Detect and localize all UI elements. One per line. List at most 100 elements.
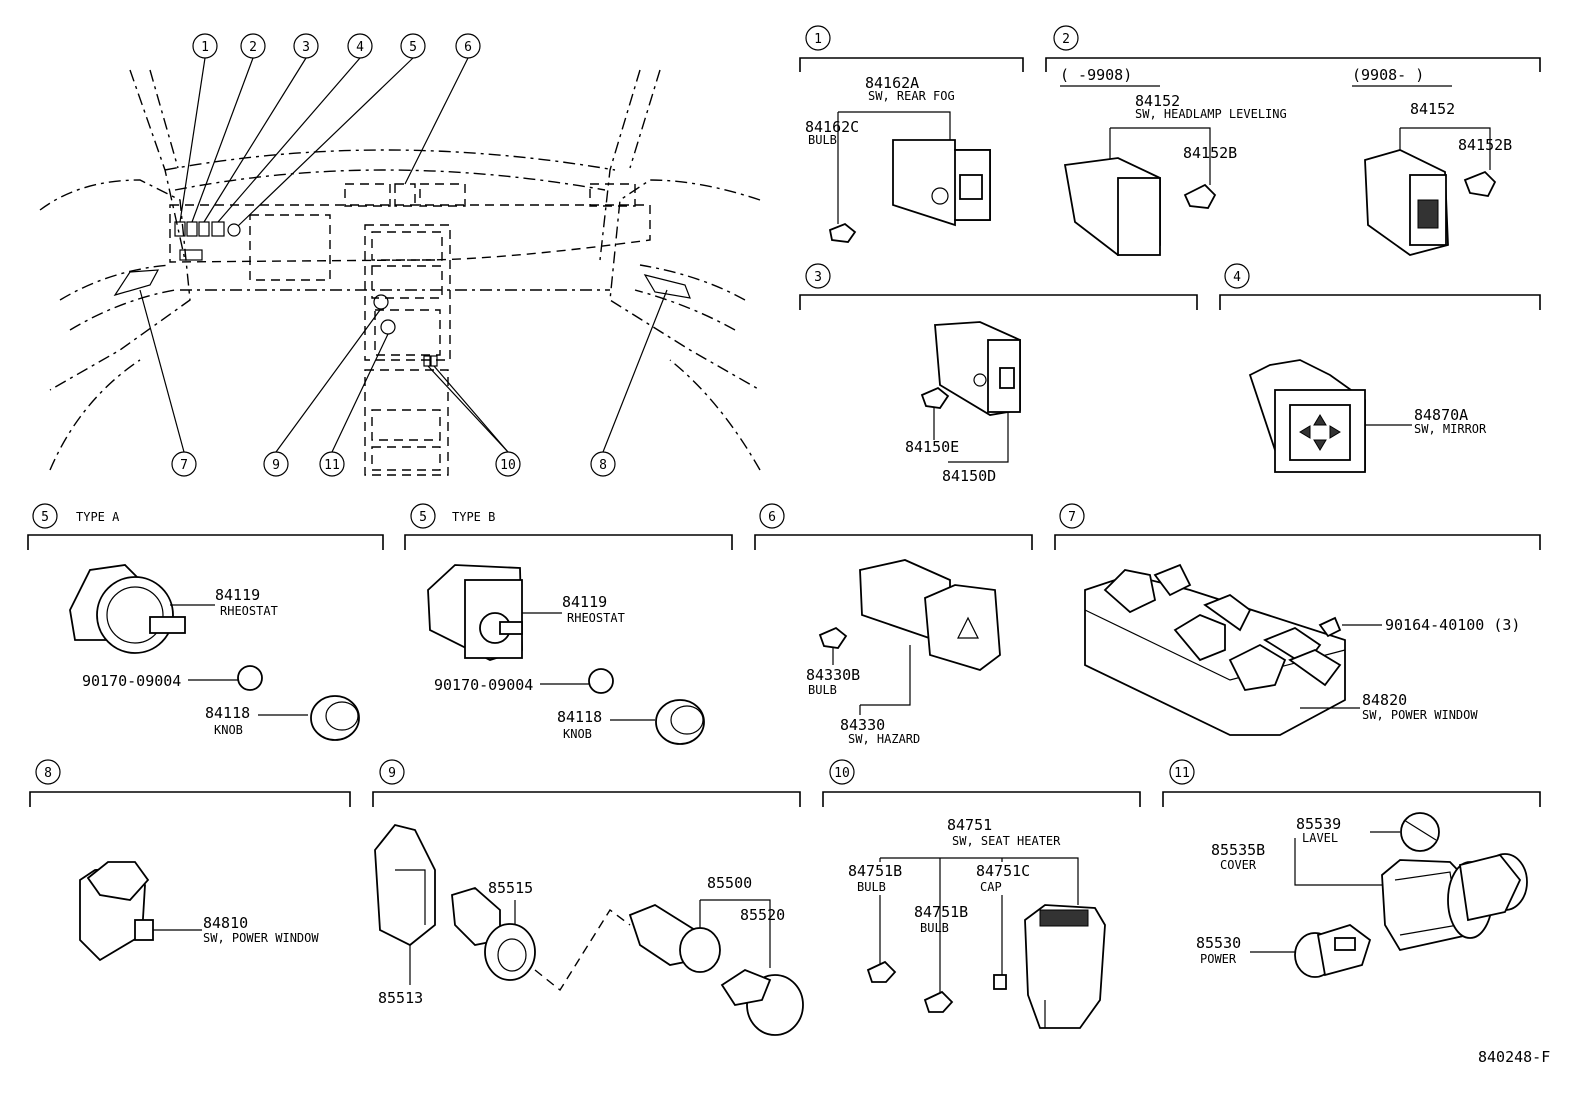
overview-callout-5: 5 xyxy=(400,33,426,59)
svg-text:LAVEL: LAVEL xyxy=(1302,831,1338,845)
svg-text:85513: 85513 xyxy=(378,989,423,1007)
overview-callout-1: 1 xyxy=(192,33,218,59)
svg-text:1: 1 xyxy=(814,32,822,47)
svg-text:84162C: 84162C xyxy=(805,118,859,136)
svg-text:85500: 85500 xyxy=(707,874,752,892)
svg-text:84152: 84152 xyxy=(1135,92,1180,110)
overview-callout-10: 10 xyxy=(495,451,521,477)
group-1-rear-fog-switch: 1 84162A SW, REAR FOG 84162C BULB xyxy=(799,25,1024,243)
diagram-code: 840248-F xyxy=(1478,1048,1550,1066)
svg-text:BULB: BULB xyxy=(920,921,949,935)
group-10-seat-heater-switch: 10 84751 SW, SEAT HEATER 84751B BULB 847… xyxy=(822,759,1141,1029)
svg-text:TYPE A: TYPE A xyxy=(76,510,120,524)
svg-text:BULB: BULB xyxy=(808,683,837,697)
svg-text:BULB: BULB xyxy=(808,133,837,147)
svg-text:85530: 85530 xyxy=(1196,934,1241,952)
svg-text:90170-09004: 90170-09004 xyxy=(434,676,533,694)
svg-text:11: 11 xyxy=(324,458,340,473)
svg-text:RHEOSTAT: RHEOSTAT xyxy=(567,611,625,625)
svg-text:BULB: BULB xyxy=(857,880,886,894)
svg-text:3: 3 xyxy=(814,270,822,285)
svg-text:85535B: 85535B xyxy=(1211,841,1265,859)
svg-text:84152: 84152 xyxy=(1410,100,1455,118)
svg-text:4: 4 xyxy=(1233,270,1241,285)
svg-text:6: 6 xyxy=(768,510,776,525)
svg-text:6: 6 xyxy=(464,40,472,55)
svg-text:KNOB: KNOB xyxy=(563,727,592,741)
svg-text:10: 10 xyxy=(500,458,516,473)
svg-text:COVER: COVER xyxy=(1220,858,1257,872)
svg-text:84870A: 84870A xyxy=(1414,406,1468,424)
svg-text:TYPE B: TYPE B xyxy=(452,510,495,524)
svg-text:11: 11 xyxy=(1174,766,1190,781)
svg-text:85515: 85515 xyxy=(488,879,533,897)
svg-text:CAP: CAP xyxy=(980,880,1002,894)
svg-text:4: 4 xyxy=(356,40,364,55)
svg-text:84810: 84810 xyxy=(203,914,248,932)
svg-text:8: 8 xyxy=(44,766,52,781)
svg-text:85539: 85539 xyxy=(1296,815,1341,833)
svg-text:SW, HAZARD: SW, HAZARD xyxy=(848,732,920,746)
svg-text:RHEOSTAT: RHEOSTAT xyxy=(220,604,278,618)
svg-text:84150D: 84150D xyxy=(942,467,996,485)
svg-text:5: 5 xyxy=(409,40,417,55)
svg-text:84162A: 84162A xyxy=(865,74,919,92)
group-11-power-outlet: 11 85539 LAVEL 85535B COVER 85530 POWER xyxy=(1162,759,1541,978)
dashboard-overview: 1 2 3 4 5 6 7 8 9 10 11 xyxy=(39,33,761,477)
overview-callout-8: 8 xyxy=(590,451,616,477)
overview-callout-7: 7 xyxy=(171,451,197,477)
svg-text:2: 2 xyxy=(249,40,257,55)
svg-text:2: 2 xyxy=(1062,32,1070,47)
svg-text:84118: 84118 xyxy=(557,708,602,726)
svg-text:84150E: 84150E xyxy=(905,438,959,456)
svg-text:84118: 84118 xyxy=(205,704,250,722)
svg-text:84751B: 84751B xyxy=(848,862,902,880)
overview-callout-3: 3 xyxy=(293,33,319,59)
overview-callout-11: 11 xyxy=(319,451,345,477)
svg-text:8: 8 xyxy=(599,458,607,473)
svg-text:84152B: 84152B xyxy=(1458,136,1512,154)
group-5-type-b-rheostat: 5 TYPE B 84119 RHEOSTAT 90170-09004 8411… xyxy=(404,503,733,745)
group-8-power-window-switch: 8 84810 SW, POWER WINDOW xyxy=(29,759,351,962)
overview-callout-2: 2 xyxy=(240,33,266,59)
overview-callout-6: 6 xyxy=(455,33,481,59)
group-7-power-window-master-switch: 7 90164-40100 (3) 84820 SW, POWER WINDOW xyxy=(1054,503,1541,736)
svg-text:84119: 84119 xyxy=(215,586,260,604)
svg-text:5: 5 xyxy=(41,510,49,525)
svg-text:90164-40100 (3): 90164-40100 (3) xyxy=(1385,616,1520,634)
svg-text:84330: 84330 xyxy=(840,716,885,734)
group-9-cigarette-lighter: 9 85513 85515 85500 85520 xyxy=(372,759,804,1036)
group-2-headlamp-leveling-switch: 2 ( -9908) (9908- ) 84152 SW, HEADLAMP L… xyxy=(1045,25,1541,256)
svg-text:3: 3 xyxy=(302,40,310,55)
group-6-hazard-switch: 6 84330B BULB 84330 SW, HAZARD xyxy=(754,503,1033,746)
svg-text:84820: 84820 xyxy=(1362,691,1407,709)
svg-text:85520: 85520 xyxy=(740,906,785,924)
group-4-mirror-switch: 4 84870A SW, MIRROR xyxy=(1219,263,1541,473)
overview-callout-9: 9 xyxy=(263,451,289,477)
svg-text:5: 5 xyxy=(419,510,427,525)
svg-text:SW, REAR FOG: SW, REAR FOG xyxy=(868,89,955,103)
svg-text:84751: 84751 xyxy=(947,816,992,834)
svg-text:SW, POWER WINDOW: SW, POWER WINDOW xyxy=(1362,708,1478,722)
svg-text:SW, HEADLAMP LEVELING: SW, HEADLAMP LEVELING xyxy=(1135,107,1287,121)
svg-text:84751C: 84751C xyxy=(976,862,1030,880)
svg-text:9: 9 xyxy=(272,458,280,473)
svg-text:( -9908): ( -9908) xyxy=(1060,66,1132,84)
svg-text:KNOB: KNOB xyxy=(214,723,243,737)
svg-text:7: 7 xyxy=(180,458,188,473)
svg-text:84330B: 84330B xyxy=(806,666,860,684)
svg-text:84751B: 84751B xyxy=(914,903,968,921)
group-3-switch: 3 84150E 84150D xyxy=(799,263,1198,485)
svg-text:10: 10 xyxy=(834,766,850,781)
overview-callout-4: 4 xyxy=(347,33,373,59)
svg-text:SW, MIRROR: SW, MIRROR xyxy=(1414,422,1487,436)
svg-text:POWER: POWER xyxy=(1200,952,1237,966)
svg-text:90170-09004: 90170-09004 xyxy=(82,672,181,690)
svg-text:84119: 84119 xyxy=(562,593,607,611)
svg-text:9: 9 xyxy=(388,766,396,781)
svg-text:(9908- ): (9908- ) xyxy=(1352,66,1424,84)
svg-text:SW, SEAT HEATER: SW, SEAT HEATER xyxy=(952,834,1061,848)
svg-text:1: 1 xyxy=(201,40,209,55)
svg-text:7: 7 xyxy=(1068,510,1076,525)
